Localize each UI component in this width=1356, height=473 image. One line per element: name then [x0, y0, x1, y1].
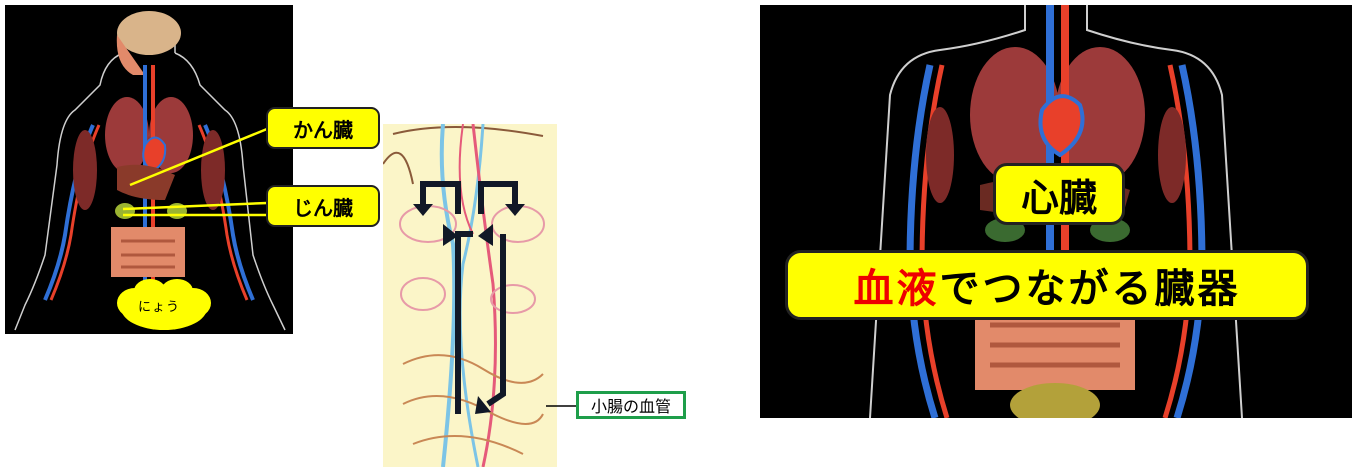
label-heart: 心臓	[993, 163, 1125, 225]
heart	[1038, 94, 1085, 158]
label-blood-rest: でつながる臓器	[939, 266, 1241, 312]
label-organs-connected-by-blood: 血液でつながる臓器	[785, 250, 1309, 320]
body-diagram-left	[5, 5, 293, 334]
label-blood-highlight: 血液	[853, 266, 940, 312]
kidney-left	[115, 203, 135, 219]
pointer-line-small-intestine	[546, 405, 576, 407]
lung-right	[1055, 47, 1145, 183]
lung-left	[970, 47, 1060, 183]
callout-liver: かん臓	[266, 107, 380, 149]
label-small-intestine-vessels: 小腸の血管	[576, 391, 686, 419]
heart	[142, 136, 167, 173]
circulation-illustration	[383, 124, 545, 467]
body-illustration-left	[14, 11, 286, 331]
circulation-diagram-middle	[383, 124, 557, 467]
lung-left	[105, 97, 149, 173]
label-bladder: にょう	[137, 300, 180, 315]
callout-kidney: じん臓	[266, 185, 380, 227]
brain	[117, 11, 181, 55]
intestines	[111, 227, 185, 277]
bladder-cloud	[117, 279, 211, 330]
bladder	[1010, 383, 1100, 418]
